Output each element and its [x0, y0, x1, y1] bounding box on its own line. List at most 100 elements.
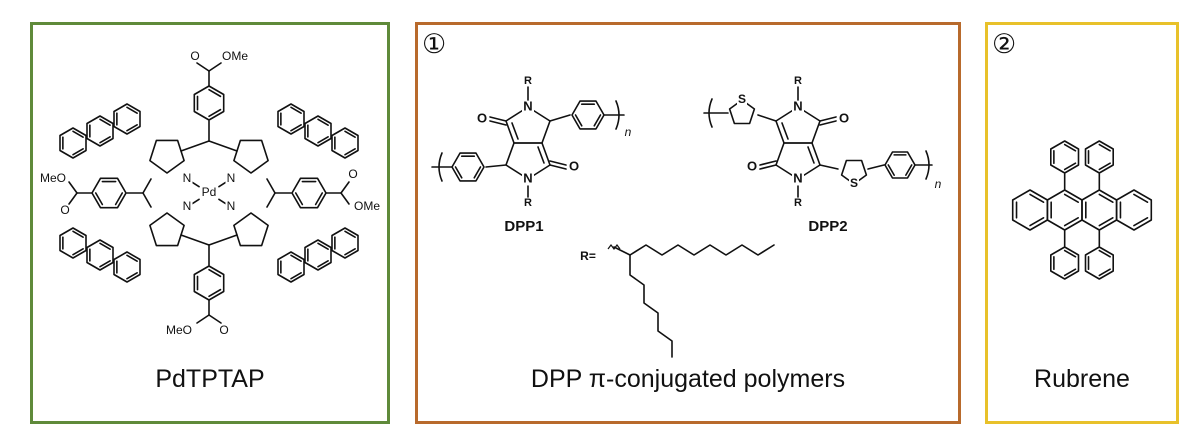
double-bond	[1063, 143, 1077, 152]
double-bond	[454, 166, 463, 179]
phenyl-ring	[1084, 140, 1114, 174]
r-label: R	[794, 75, 802, 87]
double-bond	[290, 106, 302, 114]
double-bond	[344, 130, 356, 138]
double-bond	[114, 192, 124, 206]
bond-line	[757, 114, 777, 122]
double-bond	[1063, 249, 1077, 258]
double-bond	[537, 146, 545, 164]
double-bond	[72, 130, 84, 138]
tetracene-ring	[1115, 189, 1153, 231]
ester-bond	[208, 314, 222, 324]
anthracene-ring	[86, 239, 114, 271]
anthracene-ring	[59, 127, 87, 159]
ester-bond	[196, 62, 210, 72]
double-bond	[1063, 193, 1079, 203]
panel-number-1: ①	[422, 29, 447, 60]
nitrogen-label: N	[227, 199, 236, 213]
r-label: R	[794, 197, 802, 209]
double-bond	[72, 148, 84, 156]
double-bond	[887, 164, 895, 176]
label-mask	[522, 100, 534, 114]
double-bond	[317, 242, 329, 250]
anthracene-ring	[86, 115, 114, 147]
double-bond	[94, 192, 104, 206]
carbonyl-bond	[819, 120, 837, 126]
label-mask	[225, 200, 237, 214]
phenyl-ring	[1084, 246, 1114, 280]
anthracene-ring	[277, 103, 305, 135]
phenyl-ring	[884, 151, 916, 179]
nitrogen-label: N	[793, 98, 802, 113]
label-mask	[522, 172, 534, 186]
carbonyl-bond	[549, 164, 567, 170]
sulfur-label: S	[850, 176, 858, 190]
phenyl-ring	[193, 265, 225, 301]
palladium-label: Pd	[202, 185, 217, 199]
double-bond	[807, 146, 815, 164]
meso-bond	[142, 178, 152, 194]
double-bond	[1063, 217, 1079, 227]
ester-bond	[340, 181, 350, 194]
double-bond	[126, 124, 138, 132]
bond-line	[867, 164, 885, 170]
double-bond	[290, 272, 302, 280]
anthracene-ring	[113, 103, 141, 135]
dpp2-label: DPP2	[808, 218, 847, 235]
nitrogen-label: N	[227, 171, 236, 185]
oxygen-label: O	[839, 110, 849, 125]
bracket-right	[615, 100, 620, 130]
tetracene-ring	[1081, 189, 1118, 231]
double-bond	[1098, 268, 1111, 277]
nitrogen-label: N	[183, 171, 192, 185]
dpp1-core-ring-b	[505, 142, 551, 180]
double-bond	[1133, 193, 1149, 203]
double-bond	[290, 254, 302, 262]
pdtptap-caption: PdTPTAP	[155, 365, 265, 393]
double-bond	[208, 268, 222, 278]
pyrrole-ring	[149, 139, 185, 174]
meso-bond	[266, 178, 276, 194]
oxygen-label: O	[477, 110, 487, 125]
carbonyl-bond	[759, 160, 777, 166]
anthracene-ring	[304, 115, 332, 147]
bracket-left	[708, 98, 713, 128]
bond-line	[819, 164, 839, 170]
double-bond	[344, 230, 356, 238]
rubrene-structure	[1011, 140, 1153, 280]
ester-bond	[196, 314, 210, 324]
double-bond	[1098, 143, 1111, 152]
r-label: R	[524, 197, 532, 209]
double-bond	[317, 118, 329, 126]
phenyl-ring	[91, 177, 127, 209]
double-bond	[905, 164, 913, 176]
double-bond	[1098, 249, 1111, 258]
phenyl-ring	[193, 85, 225, 121]
double-bond	[1098, 217, 1114, 227]
double-bond	[126, 272, 138, 280]
attachment-wave	[607, 244, 621, 250]
dpp1-label: DPP1	[504, 218, 543, 235]
bond-line	[549, 114, 571, 122]
phenyl-ring	[1049, 140, 1080, 174]
nitrogen-label: N	[523, 170, 532, 185]
label-mask	[849, 178, 859, 190]
alkyl-chain-main	[613, 244, 775, 256]
double-bond	[208, 288, 222, 298]
double-bond	[344, 148, 356, 156]
phenyl-ring	[451, 152, 485, 182]
oxygen-label: O	[747, 158, 757, 173]
ester-bond	[340, 192, 350, 205]
panel-number-2: ②	[992, 29, 1017, 60]
r-group-label: R=	[580, 249, 596, 263]
double-bond	[290, 124, 302, 132]
double-bond	[1133, 217, 1149, 227]
double-bond	[1063, 268, 1077, 277]
double-bond	[1098, 162, 1111, 171]
phenyl-ring	[571, 100, 605, 130]
double-bond	[1029, 217, 1045, 227]
pyrrole-ring	[233, 212, 269, 247]
double-bond	[1098, 193, 1114, 203]
